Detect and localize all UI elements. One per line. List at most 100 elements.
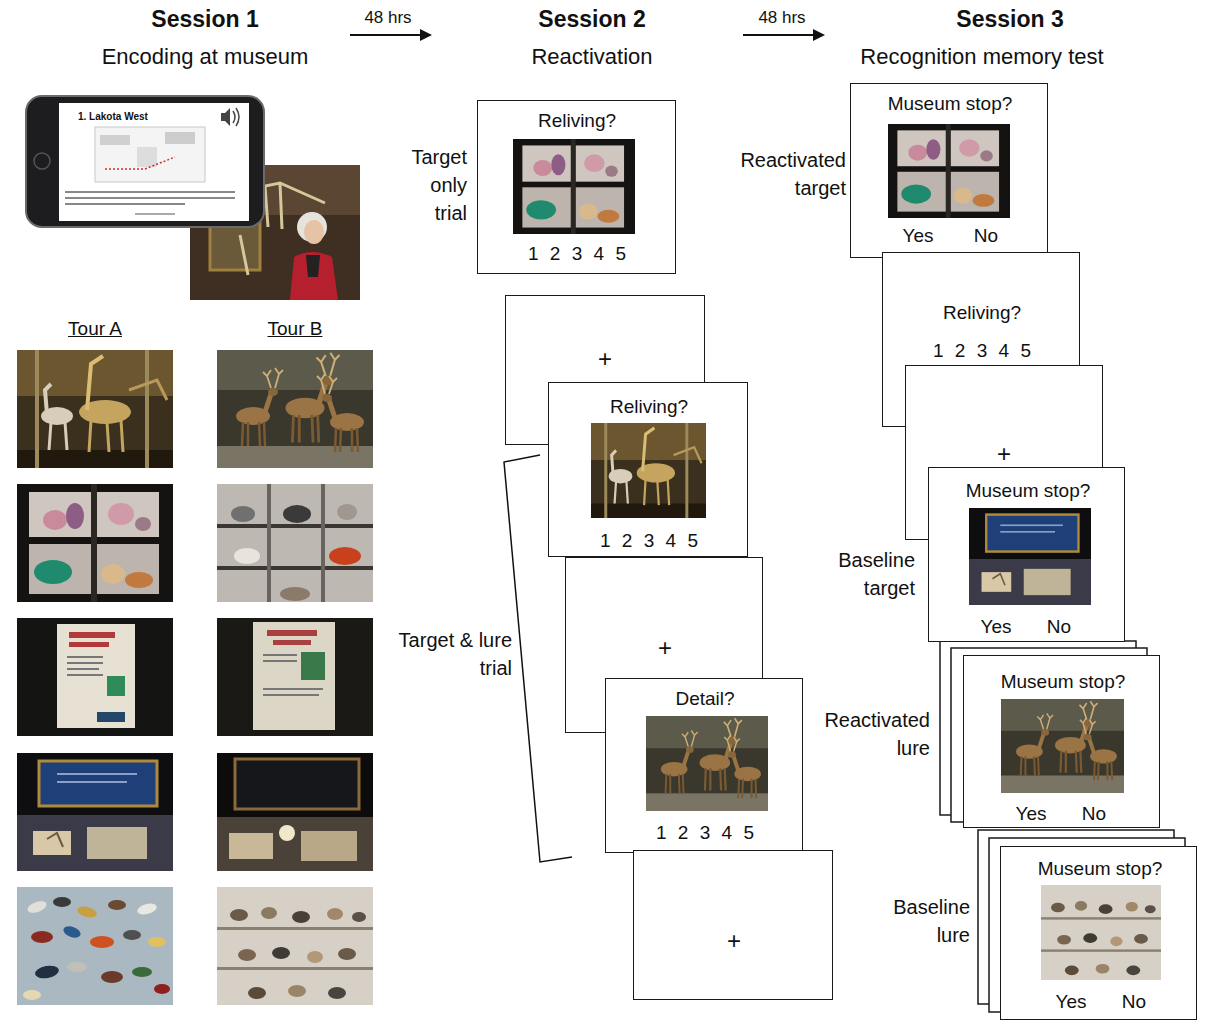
- trial-type-label: Target only trial: [401, 143, 467, 227]
- fixation-cross: +: [598, 345, 612, 374]
- rating-scale: 1 2 3 4 5: [528, 243, 626, 266]
- graphic-part: [217, 753, 373, 871]
- graphic-part: [17, 753, 173, 871]
- graphic-part: [65, 203, 185, 205]
- response-option: No: [1047, 616, 1071, 639]
- graphic-part: [420, 29, 432, 41]
- prompt-title: Reliving?: [943, 302, 1021, 325]
- graphic-part: [137, 147, 157, 167]
- session-heading: Session 2: [538, 6, 645, 34]
- condition-label: Baseline lure: [870, 893, 970, 949]
- interval-arrow: [350, 29, 432, 41]
- graphic-part: [743, 34, 815, 36]
- graphic-part: [233, 108, 239, 126]
- reactivation-card: Reliving? 1 2 3 4 5: [548, 382, 748, 557]
- graphic-part: [888, 124, 1010, 218]
- tour-heading: Tour B: [268, 318, 323, 341]
- graphic-part: [290, 252, 338, 300]
- stop-photo: [513, 139, 635, 234]
- fixation-card: +: [633, 850, 833, 1000]
- stacked-cards: [940, 641, 1185, 1012]
- graphic-part: [17, 350, 173, 468]
- prompt-title: Museum stop?: [1001, 671, 1126, 694]
- reactivation-card: Reliving?1 2 3 4 5: [477, 100, 676, 274]
- session-subtitle: Encoding at museum: [102, 44, 309, 70]
- graphic-part: [306, 255, 320, 277]
- graphic-part: [26, 96, 264, 227]
- graphic-part: [17, 484, 173, 602]
- session-heading: Session 3: [956, 6, 1063, 34]
- graphic-part: [65, 197, 235, 199]
- prompt-title: Reliving?: [610, 396, 688, 419]
- stop-photo: [1001, 699, 1124, 793]
- fixation-cross: +: [727, 927, 741, 956]
- graphic-part: [217, 350, 373, 468]
- response-option: No: [1122, 991, 1146, 1014]
- graphic-part: [350, 34, 422, 36]
- graphic-part: [217, 887, 373, 1005]
- response-option: Yes: [903, 225, 934, 248]
- graphic-part: [813, 29, 825, 41]
- tour-photos: [17, 350, 373, 1005]
- prompt-title: Detail?: [675, 688, 734, 711]
- rating-scale: 1 2 3 4 5: [656, 822, 754, 845]
- fixation-cross: +: [997, 440, 1011, 469]
- graphic-part: [165, 132, 195, 144]
- graphic-part: [17, 350, 173, 468]
- prompt-title: Museum stop?: [966, 480, 1091, 503]
- graphic-part: [304, 220, 324, 244]
- graphic-part: [17, 618, 173, 736]
- interval-label: 48 hrs: [364, 8, 411, 28]
- test-card: Museum stop? Yes No: [850, 83, 1048, 258]
- phone-app: 1. Lakota West: [25, 95, 265, 228]
- trial-type-label: Target & lure trial: [387, 626, 512, 682]
- response-option: Yes: [981, 616, 1012, 639]
- graphic-part: [17, 887, 173, 1005]
- graphic-part: [105, 157, 175, 169]
- session-heading: Session 1: [151, 6, 258, 34]
- graphic-part: [1001, 699, 1124, 793]
- response-option: Yes: [1016, 803, 1047, 826]
- graphic-part: [217, 618, 373, 736]
- graphic-part: [17, 618, 173, 736]
- prompt-title: Museum stop?: [888, 93, 1013, 116]
- stop-photo: [646, 716, 768, 811]
- prompt-title: Museum stop?: [1038, 858, 1163, 881]
- graphic-part: [34, 153, 50, 169]
- response-option: Yes: [1056, 991, 1087, 1014]
- rating-scale: 1 2 3 4 5: [933, 340, 1031, 363]
- fixation-cross: +: [658, 634, 672, 663]
- graphic-part: [17, 887, 173, 1005]
- graphic-part: [217, 484, 373, 602]
- graphic-part: [59, 103, 249, 221]
- response-option: No: [974, 225, 998, 248]
- stop-photo: [1041, 885, 1161, 980]
- graphic-part: [646, 716, 768, 811]
- test-card: Museum stop?YesNo: [963, 655, 1160, 828]
- graphic-part: [65, 191, 235, 193]
- condition-label: Reactivated lure: [800, 706, 930, 762]
- interval-arrow: [743, 29, 825, 41]
- graphic-part: [217, 887, 373, 1005]
- graphic-part: [17, 484, 173, 602]
- condition-label: Baseline target: [815, 546, 915, 602]
- stop-photo: [969, 508, 1091, 605]
- tour-heading: Tour A: [68, 318, 122, 341]
- graphic-part: [100, 135, 130, 145]
- graphic-part: [591, 423, 706, 518]
- graphic-part: [221, 108, 230, 126]
- graphic-part: [217, 350, 373, 468]
- graphic-part: [513, 139, 635, 234]
- graphic-part: [217, 753, 373, 871]
- stop-photo: [591, 423, 706, 518]
- session-subtitle: Reactivation: [531, 44, 652, 70]
- graphic-part: [1041, 885, 1161, 980]
- test-card: Museum stop? Yes No: [1000, 846, 1197, 1020]
- graphic-part: [217, 618, 373, 736]
- stop-title: 1. Lakota West: [78, 111, 148, 123]
- interval-label: 48 hrs: [758, 8, 805, 28]
- rating-scale: 1 2 3 4 5: [600, 530, 698, 553]
- session-subtitle: Recognition memory test: [860, 44, 1103, 70]
- stop-photo: [888, 124, 1010, 218]
